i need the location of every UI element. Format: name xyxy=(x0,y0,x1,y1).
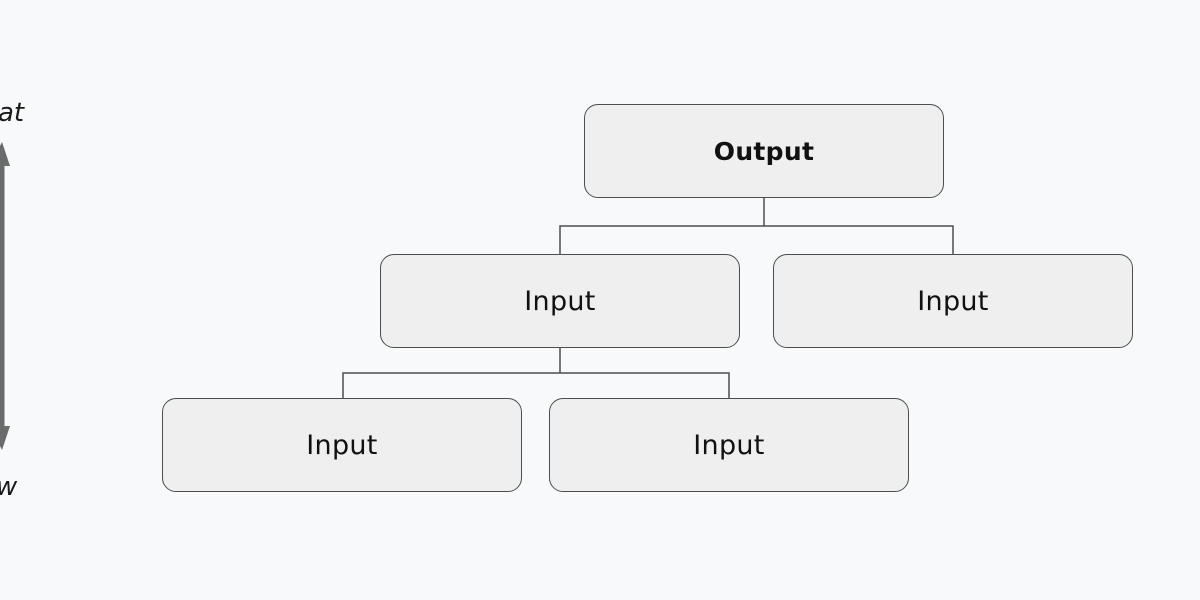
input-node-level1-right: Input xyxy=(773,254,1133,348)
output-node: Output xyxy=(584,104,944,198)
input-node-level2-left: Input xyxy=(162,398,522,492)
connector-input-bracket xyxy=(342,372,730,399)
axis-bottom-label: w xyxy=(0,472,17,502)
input-node-level2-right: Input xyxy=(549,398,909,492)
vertical-double-arrow-icon xyxy=(0,142,10,450)
axis-top-label: at xyxy=(0,98,25,128)
input-node-level1-left: Input xyxy=(380,254,740,348)
connector-output-bracket xyxy=(559,225,954,254)
